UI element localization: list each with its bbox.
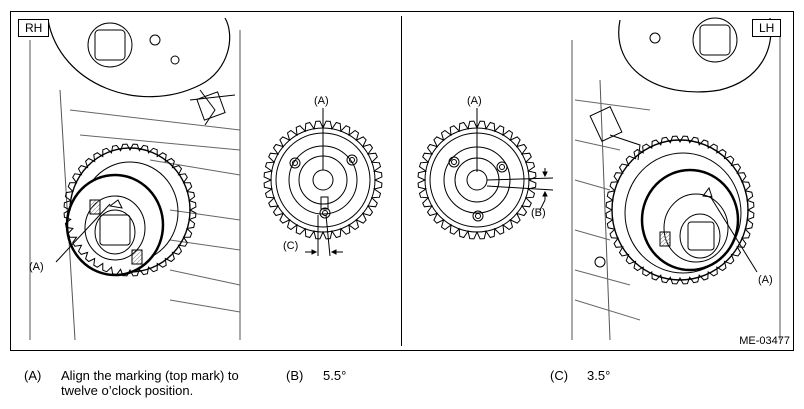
legend-text: 5.5° [323,368,347,383]
callout-a-rh-detail: (A) [314,95,329,107]
lh-detail-gear-teeth-path [417,120,537,240]
figure-code: ME-03477 [739,335,790,347]
callout-a-lh-detail: (A) [467,95,482,107]
panel-divider [401,16,402,346]
rh-detail-gear-teeth-path [263,120,383,240]
rh-engine-gear-teeth-path [63,143,197,277]
legend-text: Align the marking (top mark) to twelve o… [61,368,239,398]
rh-engine-gear-teeth [63,143,197,277]
legend-key: (C) [550,368,569,383]
rh-sprocket-detail [270,108,376,257]
rh-panel-tag: RH [18,19,50,37]
rh-detail-gear-teeth [263,120,383,240]
lh-panel-tag: LH [752,19,782,37]
callout-a-lh: (A) [758,274,773,286]
legend-key: (B) [286,368,304,383]
callout-b: (B) [531,207,546,219]
legend-text-line1: Align the marking (top mark) to [61,368,239,383]
callout-a-rh: (A) [29,261,44,273]
lh-engine-gear-teeth [605,135,755,285]
legend-text: 3.5° [587,368,611,383]
legend-key: (A) [24,368,42,383]
lh-engine-gear-teeth-path [605,135,755,285]
rh-engine-illustration [29,17,241,341]
legend-text-line2: twelve o’clock position. [61,383,194,398]
leader-lines [55,195,758,273]
lh-engine-illustration [571,17,781,341]
callout-c: (C) [283,240,299,252]
lh-detail-gear-teeth [417,120,537,240]
